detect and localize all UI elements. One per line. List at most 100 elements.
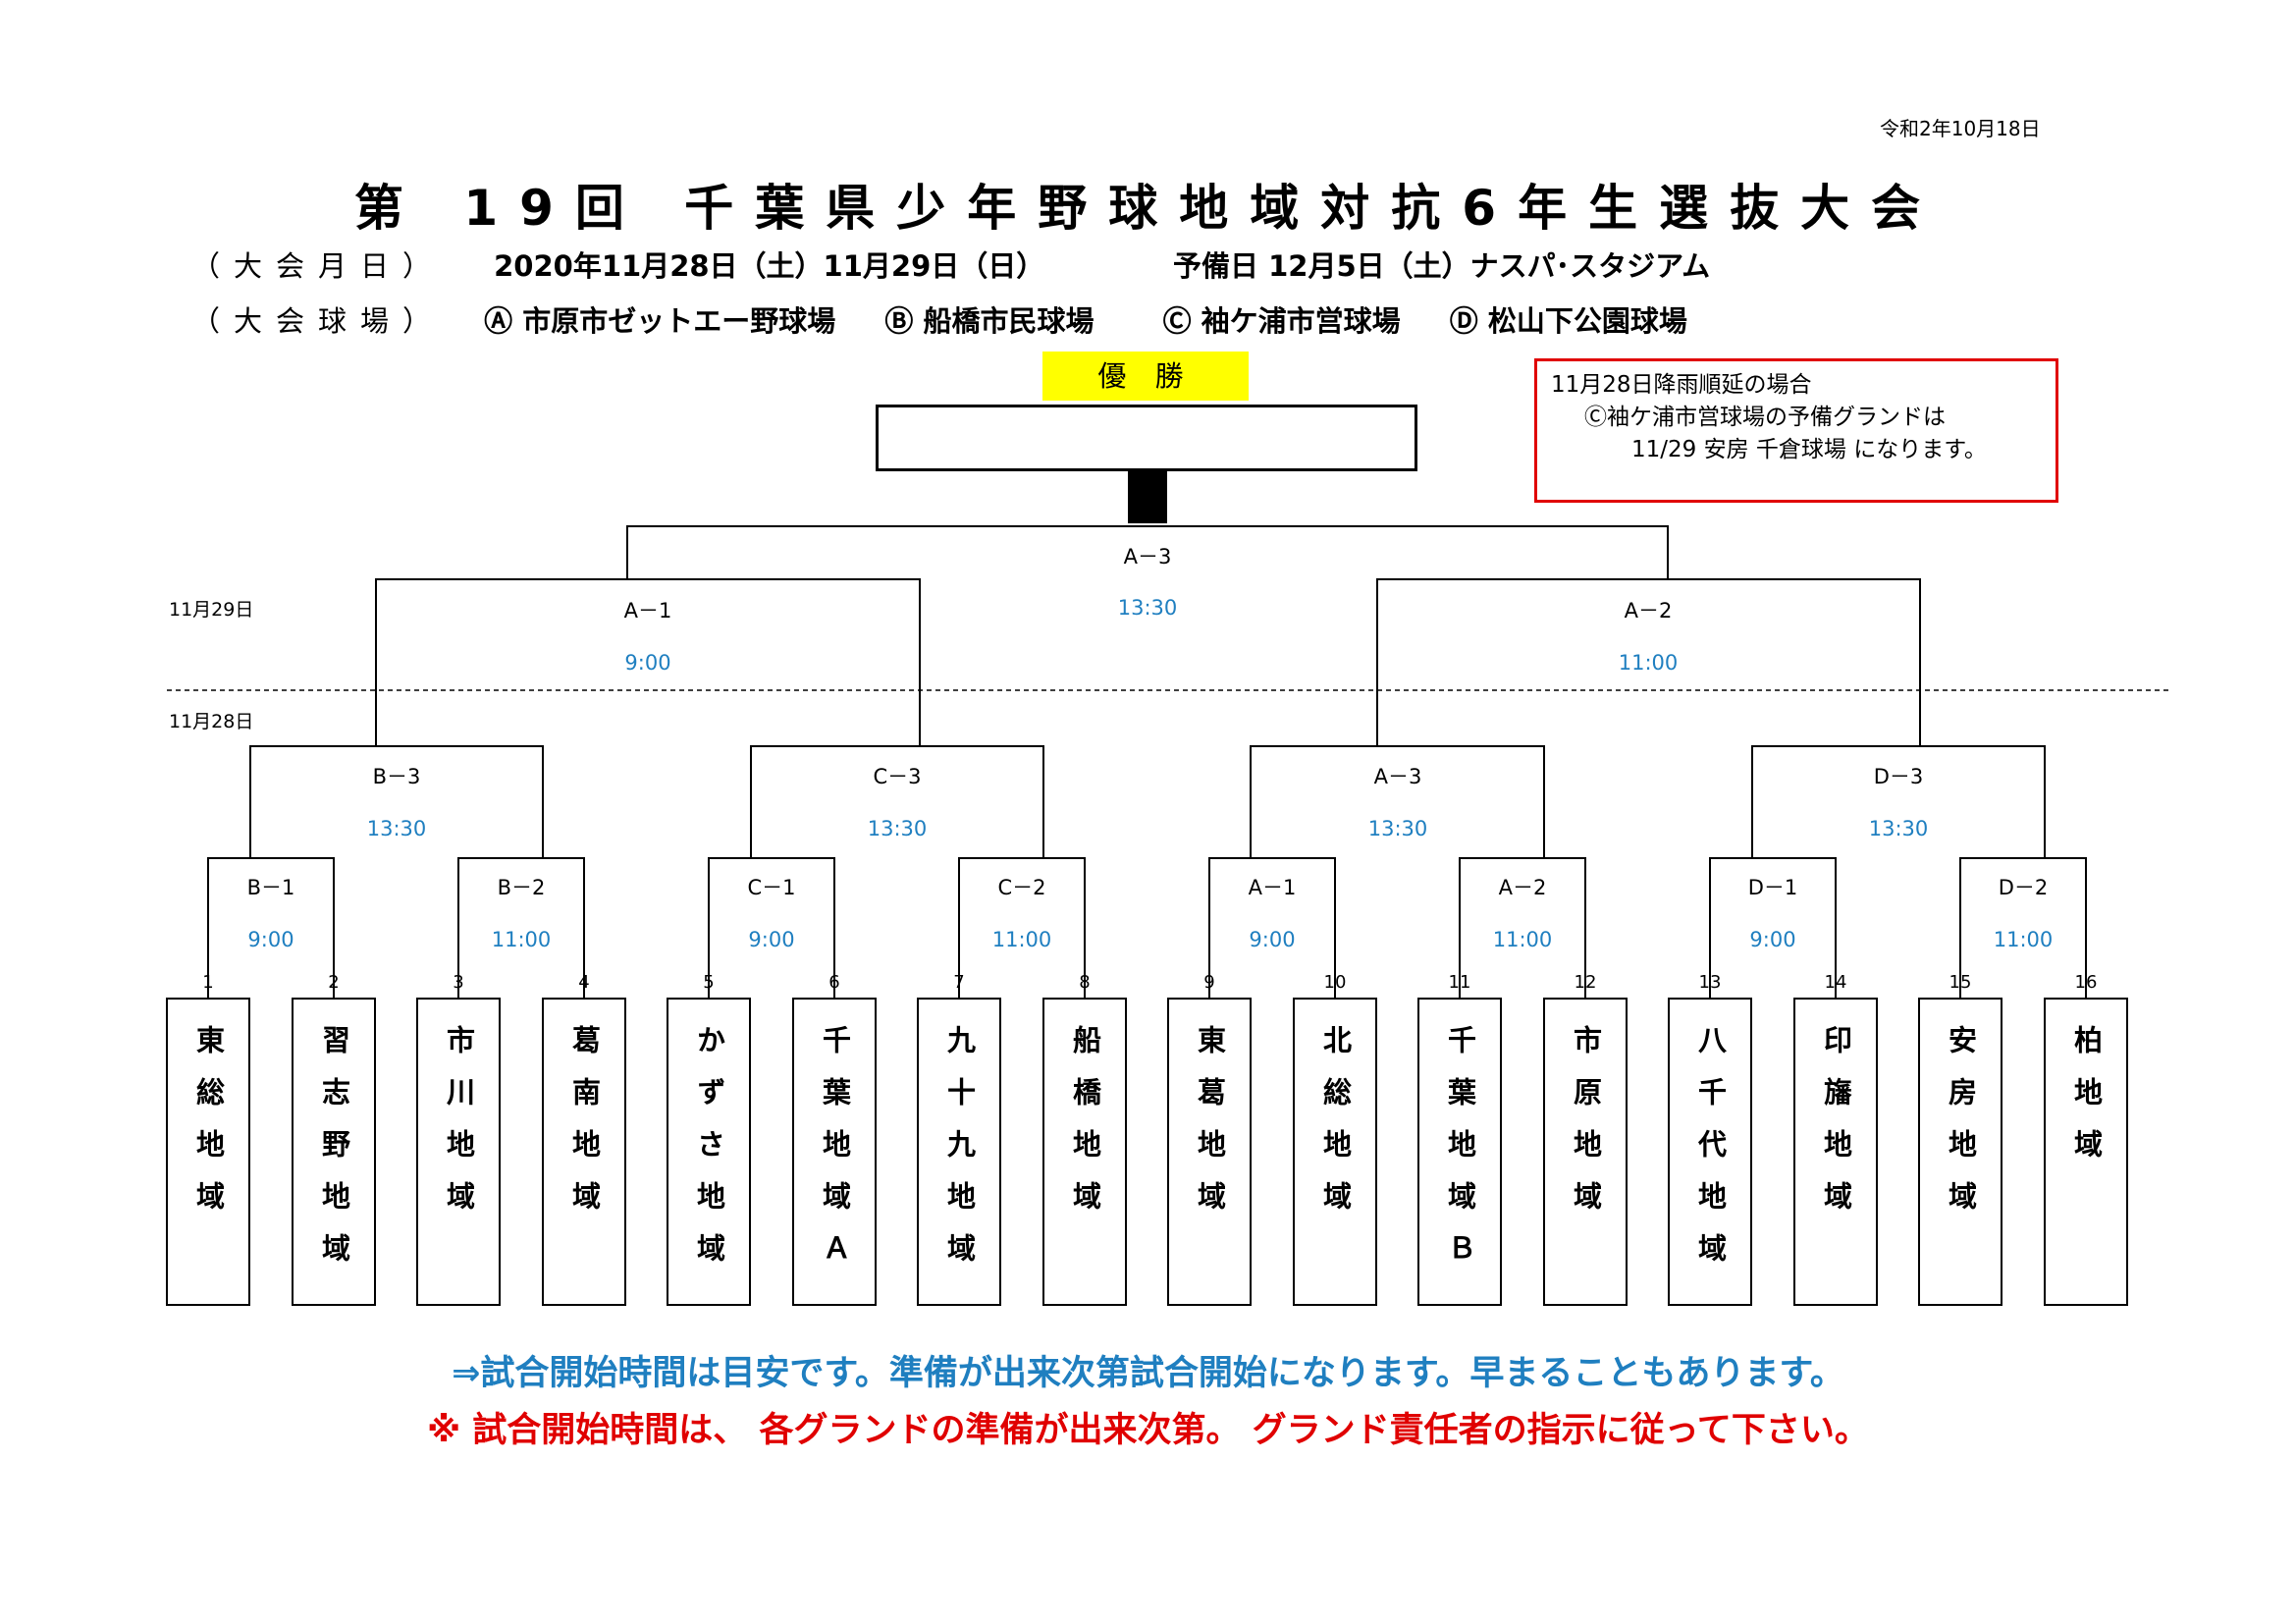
qf-bracket-b	[249, 745, 544, 858]
slot-number: 14	[1824, 972, 1847, 993]
semi-game-time: 11:00	[1618, 651, 1679, 675]
slot-number: 8	[1079, 972, 1091, 993]
team-box: 船橋地域	[1042, 998, 1127, 1306]
team-box: 葛南地域	[542, 998, 626, 1306]
final-game-time: 13:30	[1117, 596, 1178, 620]
r1-game-time: 9:00	[1249, 928, 1296, 951]
r1-game-time: 11:00	[491, 928, 552, 951]
slot-number: 5	[703, 972, 715, 993]
semi-bracket-left	[375, 578, 921, 746]
tournament-dates: （大会月日） 2020年11月28日（土）11月29日（日）	[191, 244, 1044, 285]
team-box: 八千代地域	[1668, 998, 1752, 1306]
r1-bracket-d1	[1709, 857, 1837, 998]
team-box: 柏地域	[2044, 998, 2128, 1306]
r1-game-label: B－2	[497, 876, 546, 899]
r1-game-label: A－2	[1498, 876, 1547, 899]
slot-number: 15	[1949, 972, 1972, 993]
team-name: かずさ地域	[692, 1025, 726, 1285]
team-box: 北総地域	[1293, 998, 1377, 1306]
r1-bracket-d2	[1959, 857, 2087, 998]
day-label-29: 11月29日	[169, 599, 254, 621]
qf-game-time: 13:30	[1367, 817, 1428, 840]
r1-bracket-a2	[1459, 857, 1586, 998]
team-box: 千葉地域Ｂ	[1417, 998, 1502, 1306]
r1-game-label: D－2	[1998, 876, 2049, 899]
qf-game-label: A－3	[1373, 765, 1422, 788]
r1-bracket-b1	[207, 857, 335, 998]
qf-bracket-d	[1751, 745, 2046, 858]
rain-note-line2: Ⓒ袖ケ浦市営球場の予備グランドは	[1584, 405, 1946, 430]
team-box: 安房地域	[1918, 998, 2002, 1306]
slot-number: 13	[1698, 972, 1722, 993]
qf-game-time: 13:30	[867, 817, 928, 840]
slot-number: 7	[953, 972, 965, 993]
ground-manager-notice: ※ 試合開始時間は、 各グランドの準備が出来次第。 グランド責任者の指示に従って…	[427, 1411, 1869, 1450]
venue-a: Ⓐ 市原市ゼットエー野球場	[484, 304, 836, 338]
team-box: 九十九地域	[917, 998, 1001, 1306]
r1-game-time: 9:00	[1749, 928, 1796, 951]
team-box: 市原地域	[1543, 998, 1628, 1306]
semi-game-label: A－2	[1624, 599, 1673, 623]
r1-game-label: C－2	[997, 876, 1046, 899]
qf-game-label: C－3	[873, 765, 922, 788]
team-name: 柏地域	[2069, 1025, 2104, 1181]
dates-value: 2020年11月28日（土）11月29日（日）	[494, 249, 1045, 283]
slot-number: 2	[328, 972, 340, 993]
team-box: 東総地域	[166, 998, 250, 1306]
slot-number: 11	[1448, 972, 1471, 993]
qf-bracket-a	[1250, 745, 1545, 858]
team-box: 習志野地域	[292, 998, 376, 1306]
slot-number: 10	[1323, 972, 1347, 993]
team-box: 市川地域	[416, 998, 501, 1306]
semi-game-label: A－1	[623, 599, 672, 623]
venue-d: Ⓓ 松山下公園球場	[1449, 304, 1687, 338]
r1-game-time: 11:00	[991, 928, 1052, 951]
qf-game-time: 13:30	[366, 817, 427, 840]
team-name: 東総地域	[191, 1025, 226, 1233]
dates-label: （大会月日）	[191, 249, 446, 283]
r1-game-label: A－1	[1248, 876, 1297, 899]
final-game-label: A－3	[1123, 545, 1172, 568]
venue-c: Ⓒ 袖ケ浦市営球場	[1162, 304, 1401, 338]
team-name: 市川地域	[442, 1025, 476, 1233]
venues-label: （大会球場）	[191, 304, 446, 338]
semi-game-time: 9:00	[624, 651, 671, 675]
bracket-paths	[207, 525, 2087, 998]
team-name: 千葉地域Ａ	[818, 1025, 852, 1285]
team-box: 印旛地域	[1793, 998, 1878, 1306]
day-label-28: 11月28日	[169, 711, 254, 732]
team-name: 北総地域	[1318, 1025, 1353, 1233]
reserve-day: 予備日 12月5日（土）ナスパ･スタジアム	[1173, 249, 1711, 283]
qf-game-label: D－3	[1873, 765, 1924, 788]
venues-row: （大会球場） Ⓐ 市原市ゼットエー野球場 Ⓑ 船橋市民球場 Ⓒ 袖ケ浦市営球場 …	[191, 298, 1687, 340]
qf-game-label: B－3	[372, 765, 421, 788]
team-box: かずさ地域	[667, 998, 751, 1306]
team-name: 市原地域	[1569, 1025, 1603, 1233]
champion-post	[1128, 471, 1167, 523]
team-name: 東葛地域	[1193, 1025, 1227, 1233]
rain-note-line3: 11/29 安房 千倉球場 になります。	[1631, 437, 1987, 462]
team-name: 安房地域	[1944, 1025, 1978, 1233]
slot-number: 9	[1203, 972, 1215, 993]
venue-b: Ⓑ 船橋市民球場	[884, 304, 1095, 338]
r1-bracket-c1	[708, 857, 835, 998]
r1-game-time: 11:00	[1993, 928, 2054, 951]
rain-note-line1: 11月28日降雨順延の場合	[1551, 372, 1812, 398]
r1-game-time: 11:00	[1492, 928, 1553, 951]
r1-game-label: D－1	[1747, 876, 1798, 899]
team-name: 印旛地域	[1819, 1025, 1853, 1233]
champion-label: 優 勝	[1042, 352, 1249, 401]
slot-number: 1	[202, 972, 214, 993]
qf-bracket-c	[750, 745, 1044, 858]
r1-game-time: 9:00	[247, 928, 294, 951]
slot-number: 3	[453, 972, 464, 993]
team-name: 八千代地域	[1693, 1025, 1728, 1285]
champion-box	[876, 405, 1417, 471]
page-title: 第 19回 千葉県少年野球地域対抗6年生選抜大会	[353, 180, 1943, 237]
team-name: 葛南地域	[567, 1025, 602, 1233]
start-time-notice: ⇒試合開始時間は目安です。準備が出来次第試合開始になります。早まることもあります…	[452, 1354, 1844, 1393]
r1-bracket-b2	[457, 857, 585, 998]
team-name: 九十九地域	[942, 1025, 977, 1285]
qf-game-time: 13:30	[1868, 817, 1929, 840]
